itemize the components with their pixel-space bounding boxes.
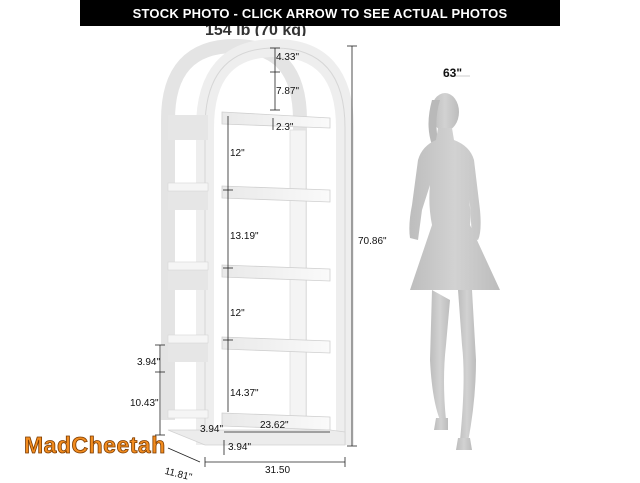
dim-shelf-gap-1: 12" xyxy=(230,148,245,159)
person-silhouette xyxy=(409,93,500,450)
brand-logo: MadCheetah xyxy=(24,432,166,459)
capacity-label: 154 lb (70 kg) xyxy=(205,26,307,36)
shelf-base xyxy=(167,429,346,446)
shelf-2 xyxy=(221,185,331,203)
dim-arch-inner: 7.87" xyxy=(276,86,300,97)
dim-inner-width: 23.62" xyxy=(260,420,289,431)
dim-side-lower: 10.43" xyxy=(130,398,159,409)
dim-shelf-gap-4: 14.37" xyxy=(230,388,259,399)
stock-photo-banner[interactable]: STOCK PHOTO - CLICK ARROW TO SEE ACTUAL … xyxy=(80,0,560,26)
shelf-3 xyxy=(221,264,331,282)
dim-shelf-gap-3: 12" xyxy=(230,308,245,319)
dim-arch-top: 4.33" xyxy=(276,52,300,63)
side-panels xyxy=(168,115,208,362)
shelf-4 xyxy=(221,336,331,354)
back-arch-frame xyxy=(161,38,307,420)
dim-shelf-thickness: 2.3" xyxy=(276,122,294,133)
dim-total-height: 70.86" xyxy=(358,236,387,247)
shelf-1 xyxy=(221,111,331,129)
brand-logo-text: MadCheetah xyxy=(24,432,166,459)
dim-side-upper: 3.94" xyxy=(137,357,161,368)
shelves xyxy=(167,111,331,431)
dim-width: 31.50 xyxy=(265,465,291,476)
dimension-lines xyxy=(155,45,470,467)
person-height-label: 63" xyxy=(443,66,463,80)
dim-base-left: 3.94" xyxy=(200,424,224,435)
dim-base-height: 3.94" xyxy=(228,442,252,453)
dim-shelf-gap-2: 13.19" xyxy=(230,231,259,242)
